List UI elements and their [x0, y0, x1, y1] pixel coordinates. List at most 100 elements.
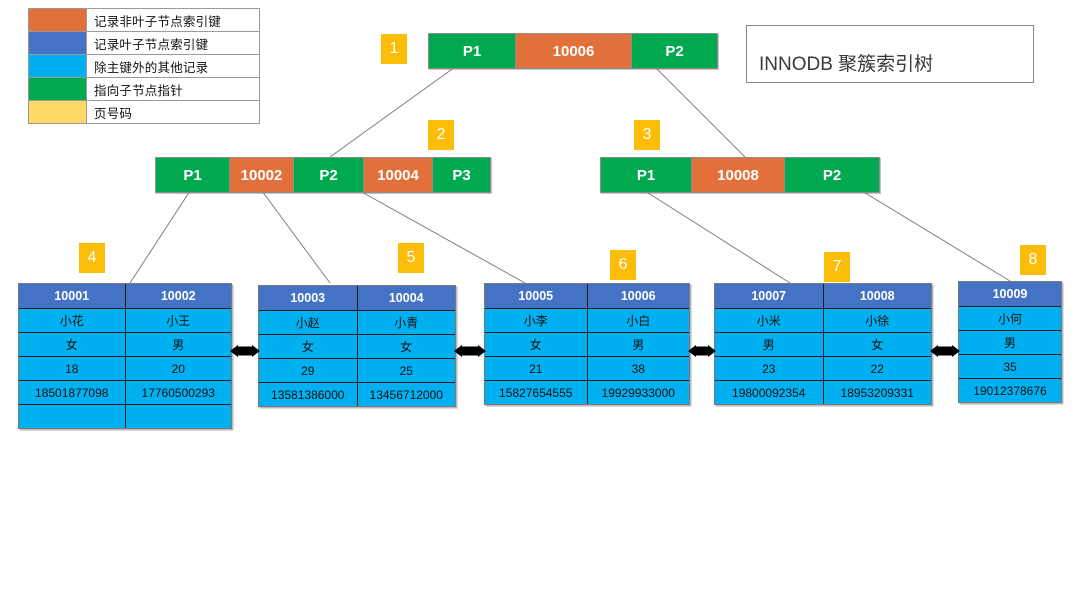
leaf-record-row: 女女 — [259, 335, 455, 359]
leaf-cell-name: 小徐 — [822, 309, 932, 332]
leaf-cell-age: 25 — [356, 359, 456, 382]
leaf-cell-id: 10001 — [54, 289, 90, 303]
legend-label: 指向子节点指针 — [94, 83, 183, 98]
child-pointer-cell[interactable]: P1 — [601, 158, 691, 192]
page-number-badge: 3 — [634, 120, 660, 150]
leaf-cell-age: 23 — [762, 361, 776, 376]
legend-panel: 记录非叶子节点索引键记录叶子节点索引键除主键外的其他记录指向子节点指针页号码 — [28, 8, 260, 124]
leaf-cell-name: 小李 — [523, 314, 548, 328]
legend-swatch — [29, 9, 87, 31]
leaf-cell-gender: 女 — [529, 338, 542, 352]
leaf-cell-id: 10002 — [124, 284, 232, 308]
legend-row: 指向子节点指针 — [29, 78, 259, 101]
legend-swatch — [29, 78, 87, 100]
tree-edge — [359, 190, 526, 284]
leaf-cell-id: 10007 — [751, 289, 787, 303]
leaf-record-row: 小米 小徐 — [715, 309, 931, 333]
leaf-cell-name: 小青 — [356, 311, 456, 334]
leaf-cell-gender: 女 — [301, 340, 314, 354]
leaf-sibling-link-arrow — [230, 345, 260, 357]
leaf-record-row: 男女 — [715, 333, 931, 357]
leaf-record-row: 小赵 小青 — [259, 311, 455, 335]
leaf-cell-phone: 15827654555 — [499, 385, 573, 400]
leaf-empty-row — [19, 405, 231, 428]
leaf-cell-id: 10003 — [290, 291, 326, 305]
page-number-badge: 7 — [824, 252, 850, 282]
leaf-record-row: 男 — [959, 331, 1061, 355]
index-key-cell[interactable]: 10008 — [691, 158, 784, 192]
leaf-record-row: 小花小王 — [19, 309, 231, 333]
leaf-cell-gender: 男 — [762, 338, 775, 352]
leaf-cell-age: 20 — [124, 357, 232, 380]
index-key-cell[interactable]: 10002 — [229, 158, 293, 192]
legend-row: 除主键外的其他记录 — [29, 55, 259, 78]
leaf-cell-id: 10006 — [586, 284, 690, 308]
leaf-cell-name: 小赵 — [295, 316, 320, 330]
legend-row: 记录非叶子节点索引键 — [29, 9, 259, 32]
leaf-cell-id: 10005 — [518, 289, 554, 303]
page-number-badge: 1 — [381, 34, 407, 64]
child-pointer-cell[interactable]: P1 — [156, 158, 229, 192]
leaf-cell-name: 小花 — [59, 314, 84, 328]
leaf-sibling-link-arrow — [688, 345, 716, 357]
leaf-cell-name: 小米 — [756, 314, 781, 328]
leaf-header-row: 10001 10002 — [19, 284, 231, 309]
leaf-sibling-link-arrow — [454, 345, 486, 357]
page-number-badge: 6 — [610, 250, 636, 280]
child-pointer-cell[interactable]: P1 — [429, 34, 515, 68]
tree-edge — [654, 66, 746, 158]
title-box: INNODB 聚簇索引树 — [746, 25, 1034, 83]
leaf-record-row: 13581386000 13456712000 — [259, 383, 455, 406]
tree-edge — [261, 190, 331, 284]
leaf-cell-age: 38 — [586, 357, 690, 380]
child-pointer-cell[interactable]: P2 — [784, 158, 879, 192]
leaf-cell-empty — [19, 405, 125, 428]
legend-swatch — [29, 101, 87, 123]
page-number-badge: 4 — [79, 243, 105, 273]
index-key-cell[interactable]: 10006 — [515, 34, 631, 68]
leaf-node-page-5[interactable]: 10003 10004 小赵 小青女女 29 25 13581386000 134567120… — [258, 285, 456, 407]
leaf-cell-phone: 13456712000 — [356, 383, 456, 406]
leaf-cell-id: 10004 — [356, 286, 456, 310]
leaf-cell-age: 18 — [65, 361, 79, 376]
legend-swatch — [29, 55, 87, 77]
child-pointer-cell[interactable]: P2 — [631, 34, 717, 68]
child-pointer-cell[interactable]: P3 — [432, 158, 490, 192]
legend-row: 记录叶子节点索引键 — [29, 32, 259, 55]
index-key-cell[interactable]: 10004 — [363, 158, 432, 192]
leaf-header-row: 10005 10006 — [485, 284, 689, 309]
leaf-cell-phone: 17760500293 — [124, 381, 232, 404]
leaf-sibling-link-arrow — [930, 345, 960, 357]
leaf-cell-gender: 男 — [1003, 336, 1016, 350]
page-title: INNODB 聚簇索引树 — [759, 54, 934, 75]
leaf-cell-age: 22 — [822, 357, 932, 380]
legend-row: 页号码 — [29, 101, 259, 123]
child-pointer-cell[interactable]: P2 — [293, 158, 363, 192]
leaf-record-row: 女男 — [485, 333, 689, 357]
leaf-cell-name: 小何 — [997, 312, 1022, 326]
legend-label: 记录非叶子节点索引键 — [94, 14, 222, 29]
leaf-record-row: 23 22 — [715, 357, 931, 381]
legend-label: 页号码 — [94, 106, 133, 121]
leaf-cell-age: 29 — [301, 363, 315, 378]
leaf-cell-phone: 18953209331 — [822, 381, 932, 404]
tree-edge — [644, 190, 791, 284]
leaf-cell-empty — [124, 405, 232, 428]
leaf-header-row: 10003 10004 — [259, 286, 455, 311]
leaf-cell-phone: 13581386000 — [271, 387, 345, 402]
leaf-cell-gender: 男 — [586, 333, 690, 356]
